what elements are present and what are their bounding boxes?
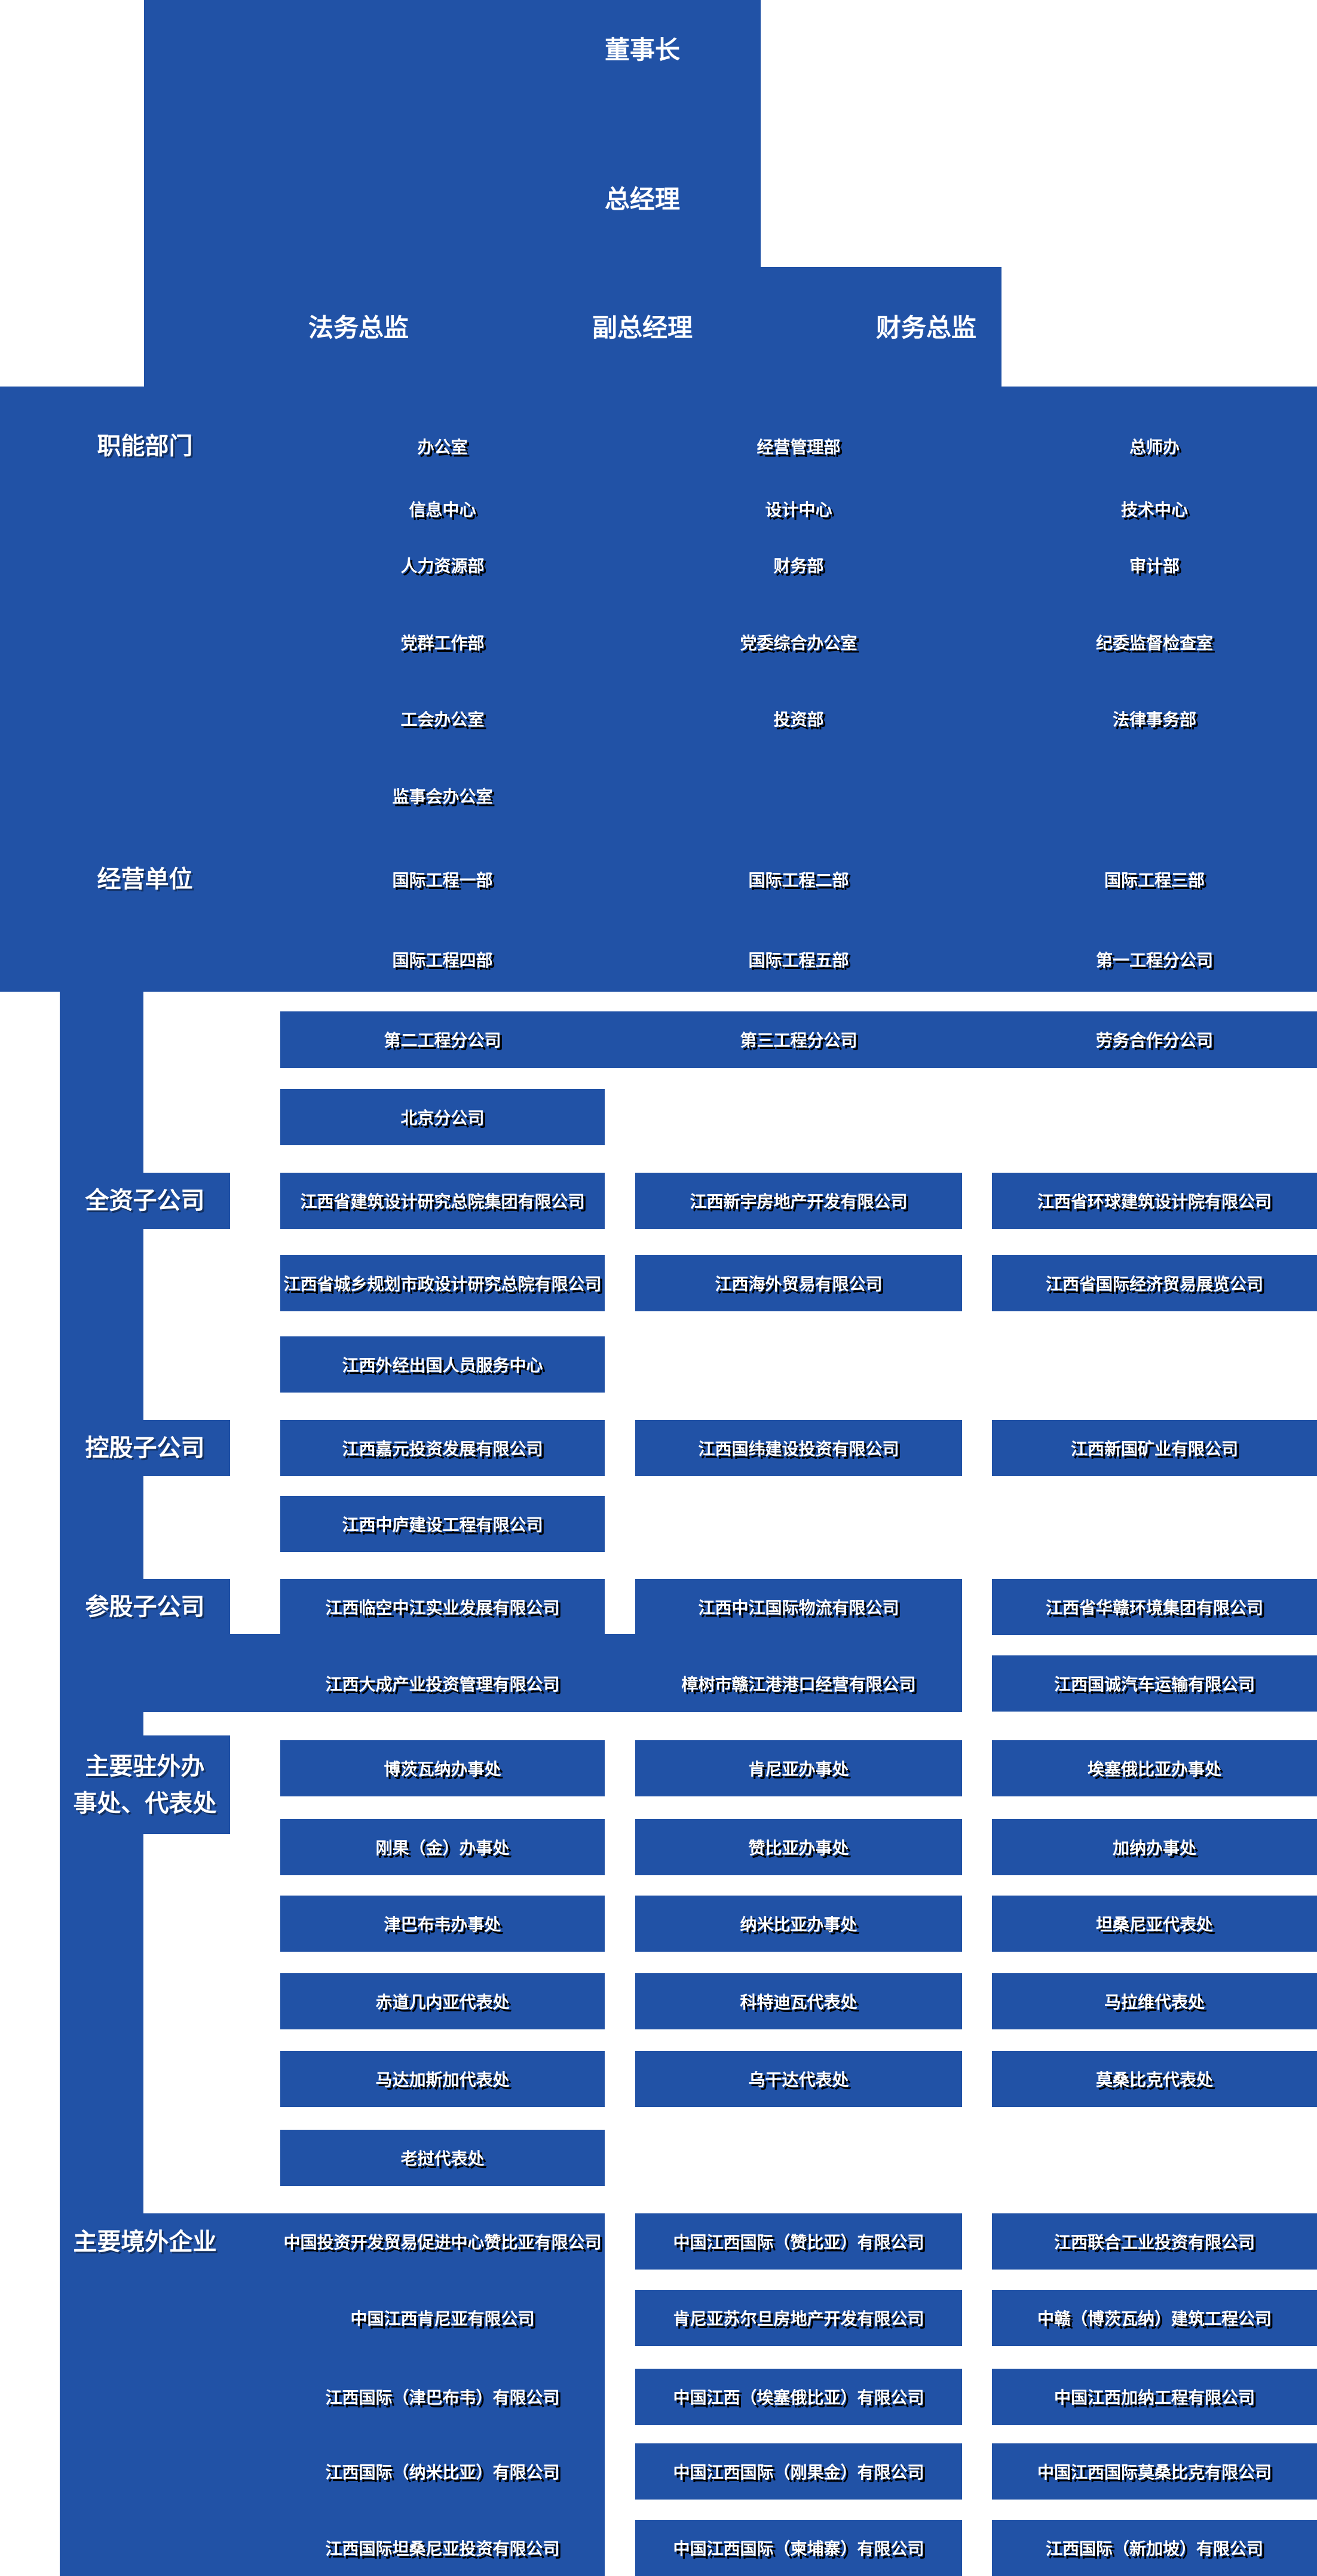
org-node: 法律事务部 [1112, 710, 1196, 729]
org-node: 樟树市赣江港港口经营有限公司 [635, 1655, 962, 1712]
section-label-business: 经营单位 [97, 866, 193, 893]
bg-top-block [144, 0, 761, 267]
org-node: 江西国诚汽车运输有限公司 [992, 1655, 1317, 1712]
org-node: 江西国纬建设投资有限公司 [635, 1420, 962, 1476]
org-node: 纪委监督检查室 [1095, 634, 1213, 652]
bg-label-minority [60, 1579, 230, 1635]
bg-branch-band [280, 1011, 1317, 1068]
org-node: 加纳办事处 [992, 1819, 1317, 1875]
org-node: 江西中庐建设工程有限公司 [280, 1496, 605, 1552]
org-node: 科特迪瓦代表处 [635, 1973, 962, 2029]
org-node: 中国江西国际（刚果金）有限公司 [635, 2443, 962, 2500]
org-node: 马拉维代表处 [992, 1973, 1317, 2029]
org-node: 老挝代表处 [280, 2130, 605, 2186]
org-node: 津巴布韦办事处 [280, 1896, 605, 1952]
section-label-holding: 控股子公司 [85, 1435, 205, 1461]
section-label-overseas-offices-line1: 主要驻外办 [85, 1753, 205, 1780]
org-node: 中国江西肯尼亚有限公司 [280, 2290, 605, 2346]
org-node: 劳务合作分公司 [1095, 1031, 1213, 1050]
org-node: 信息中心 [409, 501, 476, 519]
finance-director-node: 财务总监 [875, 313, 976, 342]
org-node: 刚果（金）办事处 [280, 1819, 605, 1875]
org-node: 埃塞俄比亚办事处 [992, 1740, 1317, 1796]
org-node: 工会办公室 [400, 710, 485, 729]
org-node: 纳米比亚办事处 [635, 1896, 962, 1952]
org-node: 国际工程四部 [392, 951, 493, 970]
org-node: 江西新宇房地产开发有限公司 [635, 1173, 962, 1229]
org-node: 江西省建筑设计研究总院集团有限公司 [280, 1173, 605, 1229]
org-node: 党群工作部 [400, 634, 485, 652]
org-node: 坦桑尼亚代表处 [992, 1896, 1317, 1952]
org-node: 监事会办公室 [392, 787, 493, 806]
org-node: 江西省城乡规划市政设计研究总院有限公司 [280, 1255, 605, 1311]
org-node: 江西省国际经济贸易展览公司 [992, 1255, 1317, 1311]
org-node: 总师办 [1129, 438, 1180, 456]
org-node: 中国江西国际（柬埔寨）有限公司 [635, 2520, 962, 2576]
org-node: 第二工程分公司 [384, 1031, 501, 1050]
org-node: 莫桑比克代表处 [992, 2051, 1317, 2107]
section-label-wholly-owned: 全资子公司 [85, 1188, 205, 1214]
org-node: 审计部 [1129, 557, 1180, 575]
org-node: 第一工程分公司 [1095, 951, 1213, 970]
org-node: 经营管理部 [756, 438, 841, 456]
org-node: 江西省华赣环境集团有限公司 [992, 1579, 1317, 1635]
org-node: 技术中心 [1120, 501, 1188, 519]
org-node: 江西外经出国人员服务中心 [280, 1336, 605, 1393]
org-node: 博茨瓦纳办事处 [280, 1740, 605, 1796]
org-node: 肯尼亚苏尔旦房地产开发有限公司 [635, 2290, 962, 2346]
chairman-node: 董事长 [604, 35, 680, 64]
org-node: 北京分公司 [280, 1089, 605, 1145]
org-node: 办公室 [417, 438, 468, 456]
org-node: 党委综合办公室 [740, 634, 857, 652]
org-node: 国际工程一部 [392, 871, 493, 890]
org-node: 乌干达代表处 [635, 2051, 962, 2107]
org-node: 中国投资开发贸易促进中心赞比亚有限公司 [280, 2213, 605, 2270]
org-node: 江西大成产业投资管理有限公司 [280, 1655, 605, 1712]
section-label-overseas-offices-line2: 事处、代表处 [73, 1790, 217, 1817]
org-node: 财务部 [773, 557, 824, 575]
bg-label-overseas-offices [60, 1735, 230, 1834]
org-node: 中国江西（埃塞俄比亚）有限公司 [635, 2369, 962, 2425]
legal-director-node: 法务总监 [308, 313, 409, 342]
bg-label-overseas-enterprises [60, 2213, 230, 2270]
org-node: 肯尼亚办事处 [635, 1740, 962, 1796]
org-node: 投资部 [773, 710, 824, 729]
org-node: 设计中心 [765, 501, 832, 519]
org-node: 江西嘉元投资发展有限公司 [280, 1420, 605, 1476]
section-label-minority: 参股子公司 [85, 1594, 205, 1620]
org-node: 江西中江国际物流有限公司 [635, 1579, 962, 1635]
org-node: 国际工程三部 [1104, 871, 1205, 890]
org-node: 赞比亚办事处 [635, 1819, 962, 1875]
org-node: 中赣（博茨瓦纳）建筑工程公司 [992, 2290, 1317, 2346]
bg-label-wholly-owned [60, 1173, 230, 1229]
org-node: 人力资源部 [400, 557, 485, 575]
deputy-general-manager-node: 副总经理 [592, 313, 693, 342]
general-manager-node: 总经理 [604, 185, 680, 213]
org-node: 赤道几内亚代表处 [280, 1973, 605, 2029]
org-node: 国际工程二部 [748, 871, 849, 890]
org-node: 中国江西国际莫桑比克有限公司 [992, 2443, 1317, 2500]
org-node: 中国江西国际（赞比亚）有限公司 [635, 2213, 962, 2270]
org-node: 江西海外贸易有限公司 [635, 1255, 962, 1311]
org-node: 江西临空中江实业发展有限公司 [280, 1579, 605, 1635]
org-node: 国际工程五部 [748, 951, 849, 970]
org-node: 江西国际坦桑尼亚投资有限公司 [280, 2520, 605, 2576]
org-node: 第三工程分公司 [740, 1031, 857, 1050]
org-node: 江西国际（津巴布韦）有限公司 [280, 2369, 605, 2425]
bg-label-holding [60, 1420, 230, 1476]
org-node: 江西新国矿业有限公司 [992, 1420, 1317, 1476]
org-node: 中国江西加纳工程有限公司 [992, 2369, 1317, 2425]
org-node: 江西联合工业投资有限公司 [992, 2213, 1317, 2270]
org-node: 江西省环球建筑设计院有限公司 [992, 1173, 1317, 1229]
org-node: 江西国际（新加坡）有限公司 [992, 2520, 1317, 2576]
bg-functional-canvas [0, 387, 1317, 992]
bg-executives-band [144, 267, 1001, 387]
org-node: 马达加斯加代表处 [280, 2051, 605, 2107]
section-label-overseas-enterprises: 主要境外企业 [73, 2228, 217, 2255]
section-label-functional: 职能部门 [97, 433, 193, 459]
section-label-overseas-offices: 主要驻外办 事处、代表处 [60, 1735, 230, 1834]
org-node: 江西国际（纳米比亚）有限公司 [280, 2443, 605, 2500]
